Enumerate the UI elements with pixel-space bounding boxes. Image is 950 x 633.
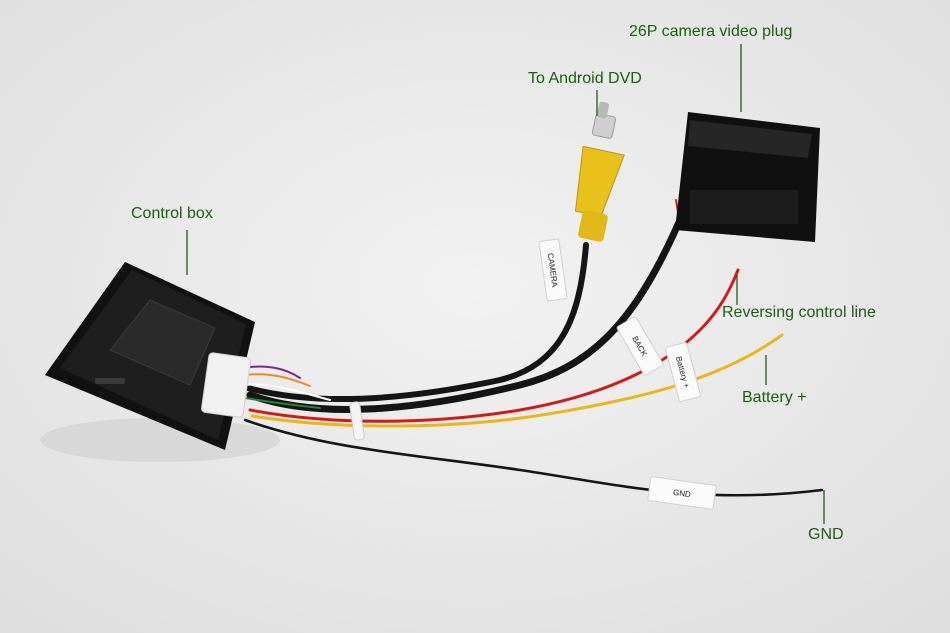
control-box-label: Control box xyxy=(131,205,213,222)
wire-bundle xyxy=(243,197,824,497)
gnd-label: GND xyxy=(808,526,844,543)
camera-tag: CAMERA xyxy=(538,238,568,302)
control-box xyxy=(45,262,255,450)
android-dvd-label: To Android DVD xyxy=(528,70,642,87)
camera-video-plug xyxy=(675,112,820,242)
battery-label: Battery + xyxy=(742,389,807,406)
wire-white xyxy=(244,383,331,401)
leader-lines xyxy=(186,44,825,524)
reversing-line-label: Reversing control line xyxy=(722,304,876,321)
gnd-wire xyxy=(243,418,824,497)
wire-orange xyxy=(244,373,311,387)
rca-plug xyxy=(574,101,625,242)
battery-tag: Battery + xyxy=(665,342,701,402)
zip-tie xyxy=(349,401,365,441)
box-connector xyxy=(201,352,251,418)
wire-green xyxy=(244,397,321,409)
camera-harness-cable xyxy=(246,216,684,413)
battery-wire xyxy=(250,333,784,428)
camera-plug-label: 26P camera video plug xyxy=(629,23,793,40)
back-tag: BACK xyxy=(616,316,664,376)
gnd-tag: GND xyxy=(647,476,717,510)
gnd-tag-text: GND xyxy=(673,488,692,499)
